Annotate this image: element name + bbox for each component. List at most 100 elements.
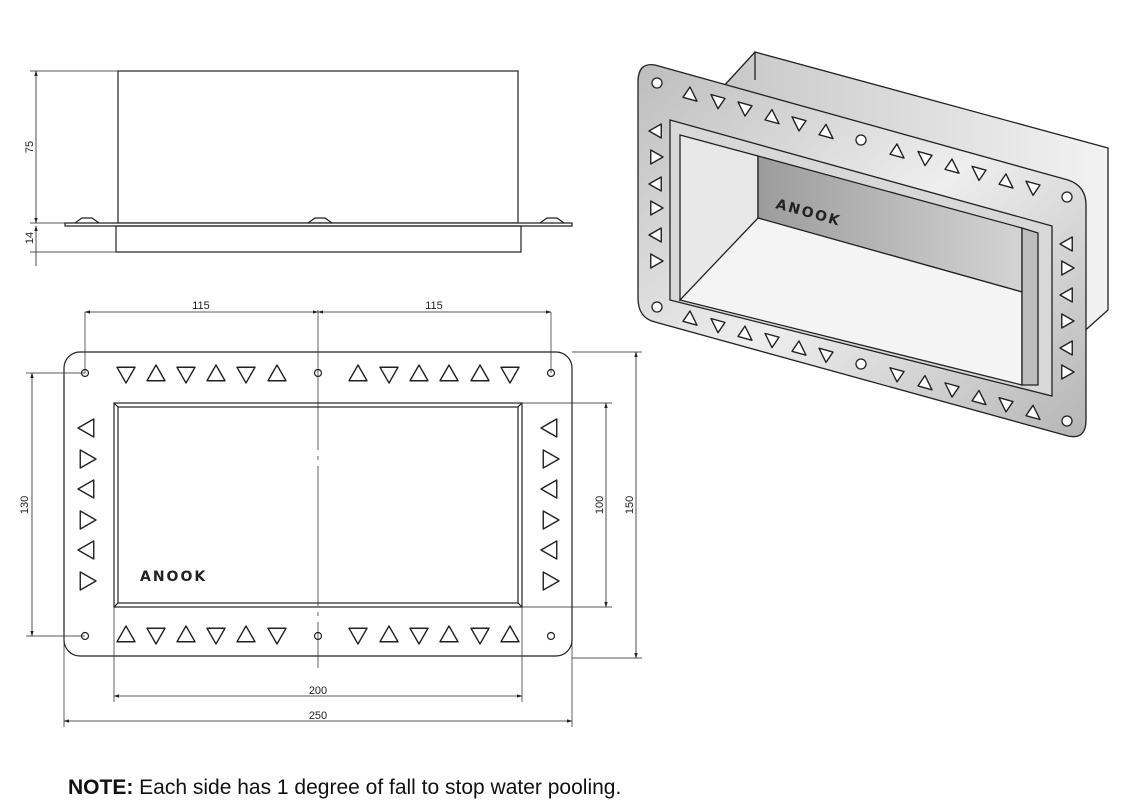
key-triangle bbox=[79, 510, 97, 530]
key-triangle bbox=[470, 627, 490, 645]
front-dim-115-right: 115 bbox=[425, 300, 443, 312]
front-logo: ANOOK bbox=[140, 569, 207, 585]
screw-hole bbox=[546, 631, 556, 641]
key-triangle bbox=[409, 627, 429, 645]
side-view-lip bbox=[115, 225, 522, 253]
screw-hole bbox=[1061, 191, 1073, 203]
key-triangle bbox=[648, 227, 662, 243]
key-triangle bbox=[889, 367, 905, 383]
key-triangle bbox=[998, 173, 1014, 189]
key-triangle bbox=[682, 86, 698, 102]
key-triangle bbox=[542, 571, 560, 591]
key-triangle bbox=[542, 449, 560, 469]
key-triangle bbox=[791, 116, 807, 132]
key-triangle bbox=[379, 366, 399, 384]
key-triangle bbox=[77, 418, 95, 438]
key-triangle bbox=[737, 325, 753, 341]
key-triangle bbox=[944, 158, 960, 174]
front-dim-130: 130 bbox=[19, 496, 31, 514]
key-triangle bbox=[1061, 260, 1075, 276]
key-triangle bbox=[1059, 236, 1073, 252]
key-triangle bbox=[77, 540, 95, 560]
key-triangle bbox=[267, 364, 287, 382]
key-triangle bbox=[470, 364, 490, 382]
key-triangle bbox=[540, 540, 558, 560]
iso-key-triangles bbox=[648, 86, 1075, 421]
key-triangle bbox=[146, 627, 166, 645]
key-triangle bbox=[206, 627, 226, 645]
key-triangle bbox=[944, 382, 960, 398]
key-triangle bbox=[971, 389, 987, 406]
key-triangle bbox=[79, 449, 97, 469]
key-triangle bbox=[1061, 364, 1075, 380]
screw-hole bbox=[855, 134, 867, 146]
key-triangle bbox=[500, 366, 520, 384]
side-view-tab-right bbox=[539, 217, 565, 224]
front-dim-115-left: 115 bbox=[192, 300, 210, 312]
front-dim-100: 100 bbox=[594, 496, 606, 514]
key-triangle bbox=[206, 364, 226, 382]
key-triangle bbox=[176, 366, 196, 384]
key-triangle bbox=[540, 479, 558, 499]
key-triangle bbox=[648, 123, 662, 139]
screw-hole bbox=[855, 358, 867, 370]
key-triangle bbox=[998, 397, 1014, 413]
key-triangle bbox=[791, 340, 807, 356]
side-dim-75: 75 bbox=[24, 141, 36, 153]
key-triangle bbox=[818, 347, 834, 364]
key-triangle bbox=[348, 627, 368, 645]
note-label: NOTE: bbox=[68, 776, 134, 799]
key-triangle bbox=[542, 510, 560, 530]
key-triangle bbox=[348, 364, 368, 382]
screw-hole bbox=[651, 301, 663, 313]
key-triangle bbox=[176, 625, 196, 643]
key-triangle bbox=[917, 374, 933, 391]
front-dim-150: 150 bbox=[624, 496, 636, 514]
key-triangle bbox=[1025, 404, 1041, 421]
key-triangle bbox=[682, 310, 698, 326]
key-triangle bbox=[267, 627, 287, 645]
key-triangle bbox=[439, 625, 459, 643]
key-triangle bbox=[236, 366, 256, 384]
key-triangle bbox=[77, 479, 95, 499]
key-triangle bbox=[1061, 313, 1075, 329]
key-triangle bbox=[146, 364, 166, 382]
key-triangle bbox=[889, 143, 905, 159]
key-triangle bbox=[650, 149, 664, 165]
key-triangle bbox=[917, 150, 933, 167]
key-triangle bbox=[737, 101, 753, 117]
key-triangle bbox=[1059, 287, 1073, 303]
key-triangle bbox=[439, 364, 459, 382]
key-triangle bbox=[764, 108, 780, 125]
key-triangle bbox=[116, 366, 136, 384]
front-dim-200: 200 bbox=[309, 685, 327, 697]
key-triangle bbox=[971, 165, 987, 182]
key-triangle bbox=[710, 317, 726, 334]
screw-hole bbox=[1061, 415, 1073, 427]
side-view-tab-left bbox=[74, 217, 100, 224]
key-triangle bbox=[79, 571, 97, 591]
key-triangle bbox=[650, 253, 664, 269]
front-key-triangles bbox=[77, 364, 560, 645]
key-triangle bbox=[1025, 180, 1041, 197]
key-triangle bbox=[540, 418, 558, 438]
key-triangle bbox=[116, 625, 136, 643]
key-triangle bbox=[236, 625, 256, 643]
iso-view bbox=[637, 51, 1109, 438]
key-triangle bbox=[648, 176, 662, 192]
side-view-box-body bbox=[117, 70, 519, 224]
key-triangle bbox=[818, 123, 834, 140]
screw-hole bbox=[651, 77, 663, 89]
key-triangle bbox=[1059, 340, 1073, 356]
front-dim-250: 250 bbox=[309, 710, 327, 722]
key-triangle bbox=[710, 93, 726, 110]
side-view-flange bbox=[64, 222, 573, 227]
note: NOTE: Each side has 1 degree of fall to … bbox=[68, 776, 621, 800]
note-text: Each side has 1 degree of fall to stop w… bbox=[133, 776, 622, 799]
front-view bbox=[26, 310, 642, 727]
key-triangle bbox=[409, 364, 429, 382]
side-dim-14: 14 bbox=[24, 232, 36, 244]
key-triangle bbox=[379, 625, 399, 643]
side-view-tab-center bbox=[307, 217, 333, 224]
